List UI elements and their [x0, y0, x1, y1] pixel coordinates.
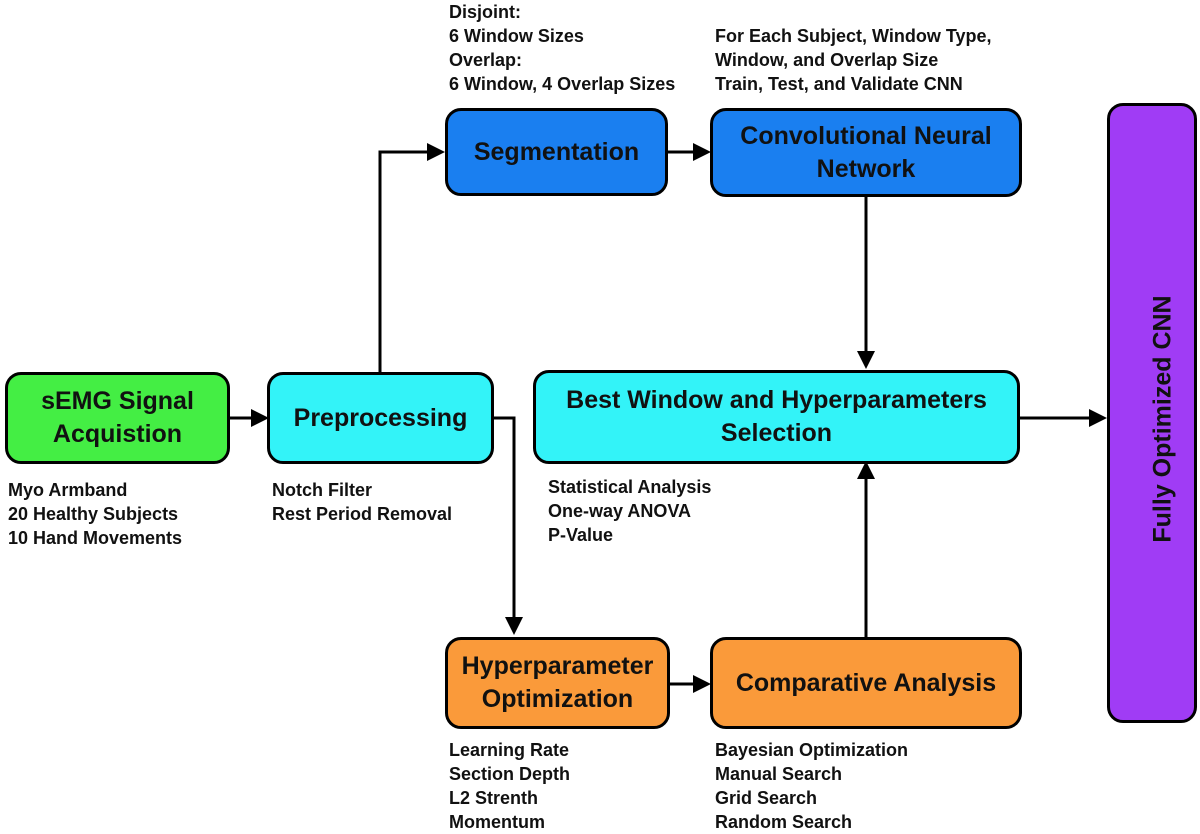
comparative-caption: Bayesian Optimization Manual Search Grid… — [715, 740, 909, 832]
preprocessing-box: Preprocessing — [267, 372, 494, 464]
segmentation-box: Segmentation — [445, 108, 668, 196]
final-box — [1107, 103, 1197, 723]
acquisition-label: sEMG Signal Acquistion — [41, 387, 194, 448]
segmentation-label: Segmentation — [473, 137, 640, 166]
cnn-label: Convolutional Neural Network — [740, 121, 992, 183]
comparative-box: Comparative Analysis — [710, 637, 1022, 729]
hyperopt-label: Hyperparameter Optimization — [461, 652, 654, 713]
final-label: Fully Optimized CNN — [1148, 295, 1177, 543]
selection-label: Best Window and Hyperparameters Selectio… — [566, 386, 987, 447]
selection-caption: Statistical Analysis One-way ANOVA P-Val… — [548, 477, 712, 545]
comparative-label: Comparative Analysis — [735, 668, 997, 697]
cnn-caption: For Each Subject, Window Type, Window, a… — [715, 26, 992, 94]
preprocessing-label: Preprocessing — [293, 403, 468, 432]
preprocessing-caption: Notch Filter Rest Period Removal — [272, 480, 453, 524]
cnn-box: Convolutional Neural Network — [710, 108, 1022, 197]
hyperopt-caption: Learning Rate Section Depth L2 Strenth M… — [449, 740, 571, 832]
arrow-preprocessing-to-segmentation — [378, 143, 445, 372]
acquisition-caption: Myo Armband 20 Healthy Subjects 10 Hand … — [8, 480, 183, 548]
acquisition-box: sEMG Signal Acquistion — [5, 372, 230, 464]
hyperopt-box: Hyperparameter Optimization — [445, 637, 670, 729]
segmentation-caption: Disjoint: 6 Window Sizes Overlap: 6 Wind… — [449, 2, 676, 94]
arrow-preprocessing-to-hyperopt — [494, 416, 523, 635]
selection-box: Best Window and Hyperparameters Selectio… — [533, 370, 1020, 464]
final-label-wrap: Fully Optimized CNN — [1122, 116, 1200, 722]
